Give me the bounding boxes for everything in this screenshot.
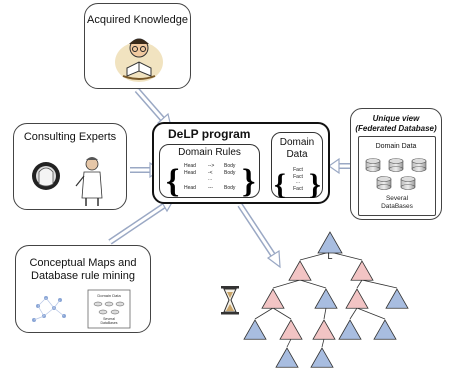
consulting-experts-title: Consulting Experts [23,131,117,143]
rule-head-1: Head [184,163,196,169]
rule-arrow-2: -< [208,170,213,176]
fact-ellipsis: ... [296,179,300,185]
delp-program-box: DeLP program Domain Rules { } Head --> B… [152,122,330,204]
delp-program-title: DeLP program [168,127,251,141]
experts-illustration [32,157,103,206]
svg-text:}: } [309,168,321,199]
conceptual-maps-title-line1: Conceptual Maps and [29,257,137,269]
acquired-knowledge-title: Acquired Knowledge [87,14,188,26]
rule-body-3: Body [224,185,236,191]
rule-arrow-3: --- [208,185,213,191]
domain-data-title-line2: Data [286,149,308,160]
domain-data-title-line1: Domain [279,137,315,148]
thumb-caption-line1: Several [103,317,115,321]
domain-rules-content: { } Head --> Body Head -< Body ... Head … [166,163,255,199]
acquired-knowledge-box: Acquired Knowledge [84,3,191,89]
fact-3: Fact [293,186,303,192]
thumb-caption-line2: DataBases [100,321,117,325]
svg-text:{: { [274,168,286,199]
domain-rules-box: Domain Rules { } Head --> Body Head -< B… [159,144,260,199]
rule-head-3: Head [184,185,196,191]
domain-data-thumbnail [87,289,131,329]
federated-title-line2: (Federated Database) [355,124,437,133]
federated-title-line1: Unique view [372,114,420,123]
fact-2: Fact [293,174,303,180]
federated-caption-line1: Several [386,195,409,202]
maps-thumbnails: Domain Data Several DataBases [32,289,131,329]
fact-1: Fact [293,167,303,173]
federated-inner-panel [358,136,436,216]
rule-ellipsis: ... [208,176,212,182]
domain-data-box: Domain Data { } Fact Fact ... Fact [271,132,323,199]
db-cylinder-1 [365,158,381,172]
db-cylinder-5 [400,176,416,190]
rule-body-2: Body [224,170,236,176]
thumb-title: Domain Data [97,293,121,298]
conceptual-maps-title-line2: Database rule mining [31,270,135,282]
database-cylinders: Several DataBases [365,158,427,210]
conceptual-maps-box: Conceptual Maps and Database rule mining… [15,245,151,333]
concept-map-thumbnail [32,296,66,322]
consulting-experts-box: Consulting Experts [13,123,127,210]
rule-arrow-1: --> [208,163,214,169]
domain-rules-title: Domain Rules [178,147,241,158]
federated-data-title: Domain Data [375,143,417,150]
svg-text:{: { [166,163,179,199]
reading-person-illustration [115,38,163,82]
db-cylinder-3 [411,158,427,172]
db-cylinder-4 [376,176,392,190]
rule-head-2: Head [184,170,196,176]
federated-database-box: Unique view (Federated Database) Domain … [350,108,442,220]
federated-caption-line2: DataBases [381,203,414,210]
rule-body-1: Body [224,163,236,169]
domain-data-content: { } Fact Fact ... Fact [274,167,321,199]
db-cylinder-2 [388,158,404,172]
svg-text:}: } [242,163,255,199]
